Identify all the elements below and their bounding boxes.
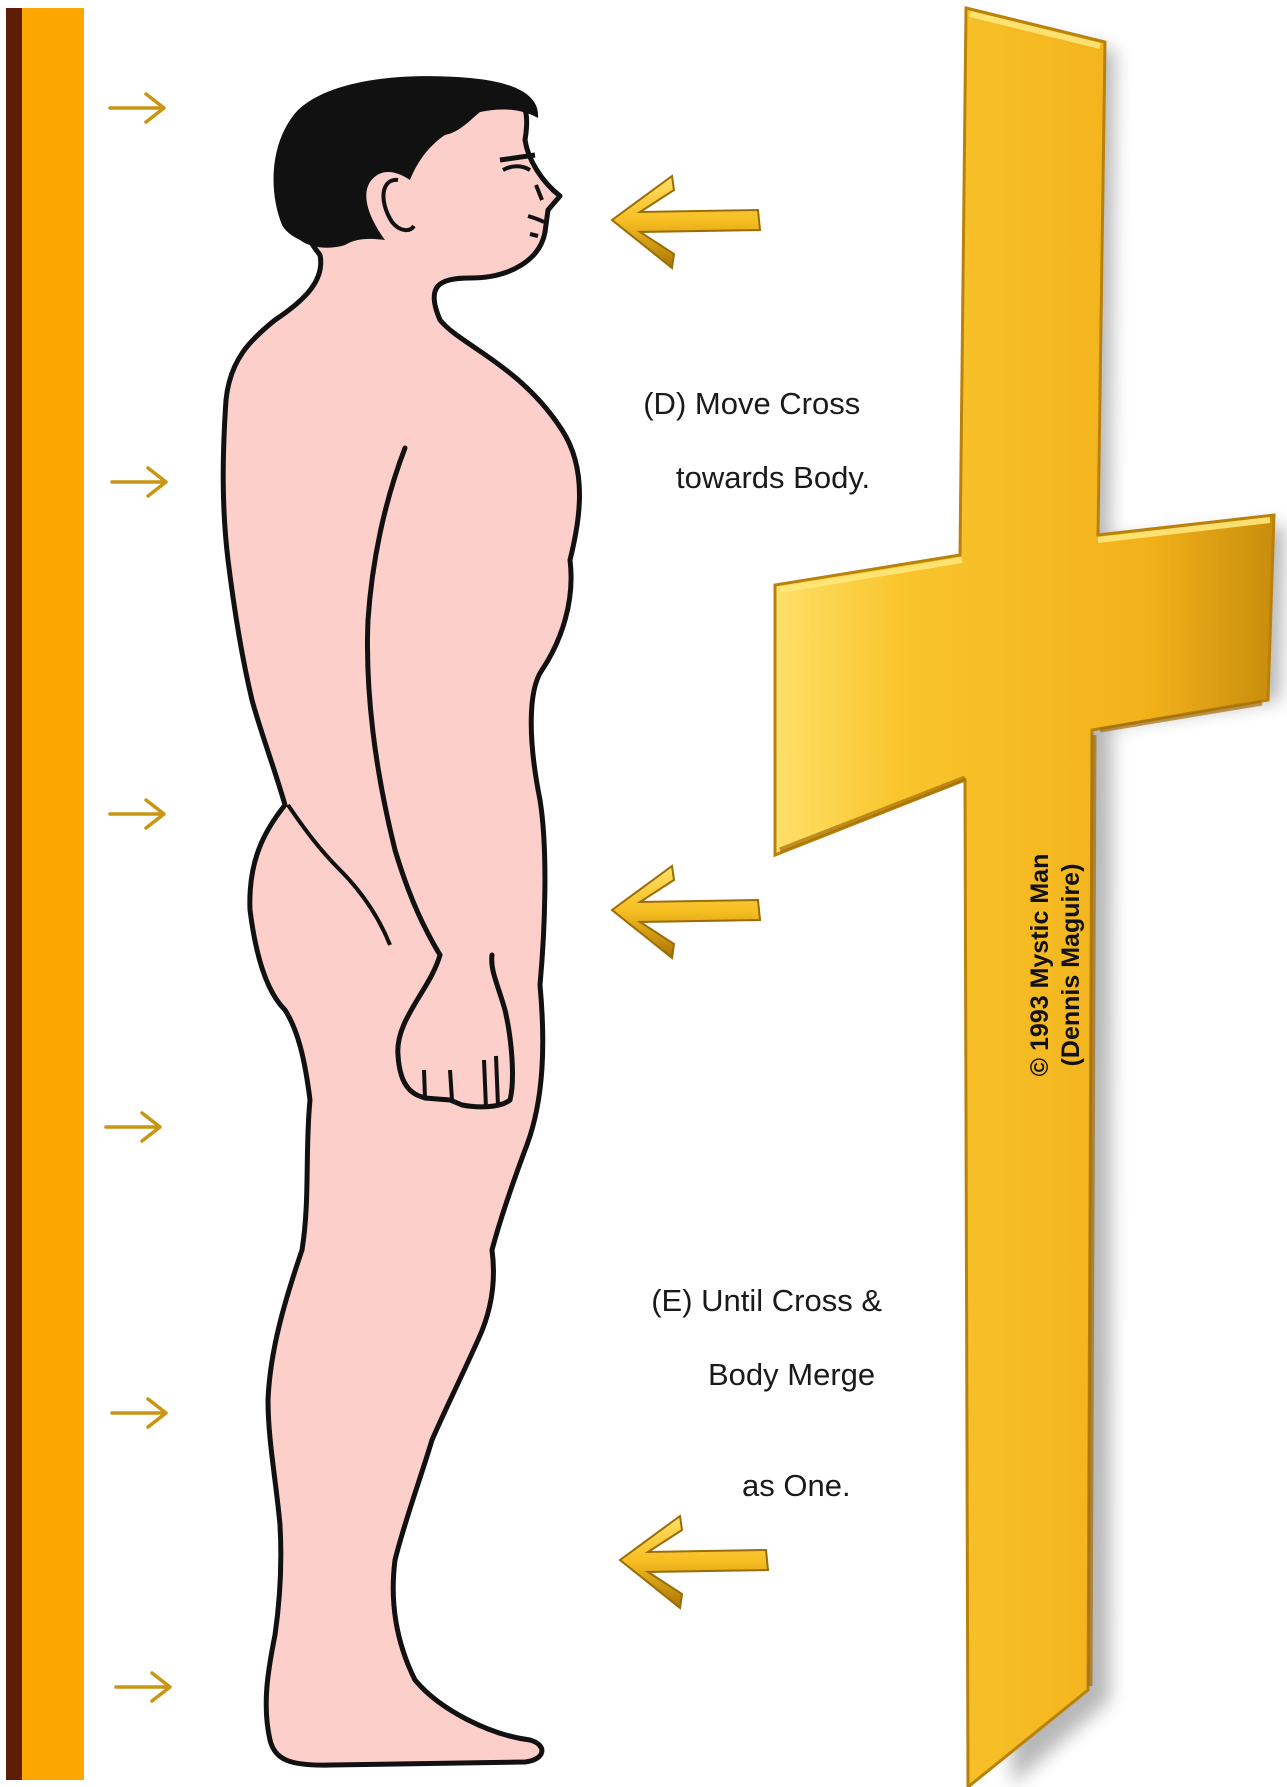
right-arrow-icon [112, 1399, 166, 1427]
caption-d-line1: (D) Move Cross [643, 386, 860, 421]
human-figure [223, 76, 579, 1765]
right-arrow-icon [110, 800, 164, 828]
small-arrows [106, 94, 170, 1701]
copyright-line2: (Dennis Maguire) [1056, 765, 1087, 1165]
caption-merge: (E) Until Cross & Body Merge as One. [634, 1245, 882, 1541]
caption-e-line1: (E) Until Cross & [651, 1283, 882, 1318]
right-arrow-icon [116, 1673, 170, 1701]
wall-shadow-edge [6, 8, 24, 1780]
copyright-line1: © 1993 Mystic Man [1025, 765, 1056, 1165]
wall-face [22, 8, 84, 1780]
caption-e-line2: Body Merge [634, 1356, 882, 1393]
left-arrow-icon [612, 176, 760, 268]
caption-d-line2: towards Body. [626, 459, 870, 496]
right-arrow-icon [106, 1113, 160, 1141]
right-arrow-icon [110, 94, 164, 122]
right-arrow-icon [112, 468, 166, 496]
copyright-notice: © 1993 Mystic Man (Dennis Maguire) [1025, 765, 1095, 1165]
left-arrow-icon [612, 866, 760, 958]
wall [6, 8, 84, 1780]
caption-move-cross: (D) Move Cross towards Body. [626, 348, 870, 533]
caption-e-line3: as One. [634, 1467, 882, 1504]
body-silhouette [223, 92, 579, 1765]
